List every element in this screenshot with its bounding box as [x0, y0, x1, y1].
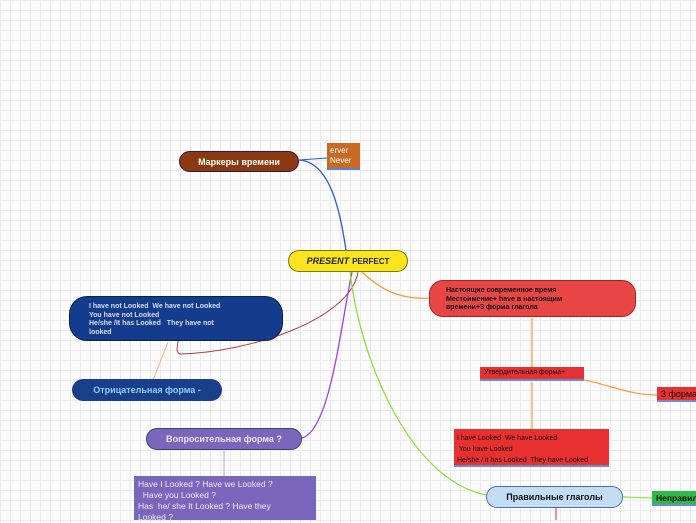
third-form-node[interactable]: 3 форма — [657, 387, 696, 402]
affirmative-example-line: He/she / it has Looked They have Looked — [457, 457, 589, 464]
negative-example-line: You have not Looked — [89, 311, 160, 319]
connector-irregular — [622, 496, 653, 499]
interrogative-example-node[interactable]: Have I Looked ? Have we Looked ? Have yo… — [134, 476, 316, 522]
negative-example-line: looked — [89, 328, 112, 336]
affirmative-example-line: I have Looked We have Looked — [457, 435, 558, 442]
interrogative-example-line: Has he/ she It Looked ? Have they — [138, 501, 271, 511]
irregular-verbs-node[interactable]: Неправильные — [652, 491, 696, 506]
markers-node[interactable]: Маркеры времени — [179, 151, 299, 172]
markers-sub-line: erver — [330, 146, 349, 155]
negative-node[interactable]: Отрицательная форма - — [72, 379, 222, 401]
negative-example-line: I have not Looked We have not Looked — [89, 303, 221, 310]
connector-regular — [349, 271, 487, 496]
connector-markers — [298, 159, 347, 251]
affirmative-node[interactable]: Утвердительная форма+ — [480, 367, 584, 381]
interrogative-example-line: Have you Looked ? — [138, 490, 216, 500]
interrogative-node[interactable]: Вопросительная форма ? — [146, 428, 302, 450]
markers-sub-line: Never — [330, 156, 352, 165]
affirmative-example-node[interactable]: I have Looked We have Looked You have Lo… — [454, 429, 609, 467]
central-topic-part2: PERFECT — [352, 256, 390, 266]
connector-interrogative — [301, 271, 353, 439]
markers-sub-node[interactable]: erver Never — [327, 143, 360, 170]
negative-example-node[interactable]: I have not Looked We have not Looked You… — [69, 296, 283, 341]
interrogative-example-line: Looked ? — [138, 512, 173, 522]
central-topic-part1: PRESENT — [306, 256, 350, 266]
negative-example-line: He/she /It has Looked They have not — [89, 320, 214, 327]
definition-line: Настоящие современное время — [446, 287, 557, 294]
definition-node[interactable]: Настоящие современное время Местоимение+… — [429, 280, 636, 317]
central-topic[interactable]: PRESENT PERFECT — [288, 250, 408, 272]
definition-line: времени+3 форма глагола — [446, 304, 538, 311]
connector-negative-label — [152, 341, 169, 381]
interrogative-example-line: Have I Looked ? Have we Looked ? — [138, 479, 273, 489]
connector-third-form — [583, 379, 658, 396]
regular-verbs-node[interactable]: Правильные глаголы — [486, 486, 623, 508]
definition-line: Местоимение+ have в настоящим — [446, 295, 563, 303]
connector-definition — [359, 269, 433, 299]
connector-markers-sub — [298, 157, 328, 161]
connector-negative — [176, 271, 359, 355]
affirmative-example-line: You have Looked — [457, 446, 513, 453]
